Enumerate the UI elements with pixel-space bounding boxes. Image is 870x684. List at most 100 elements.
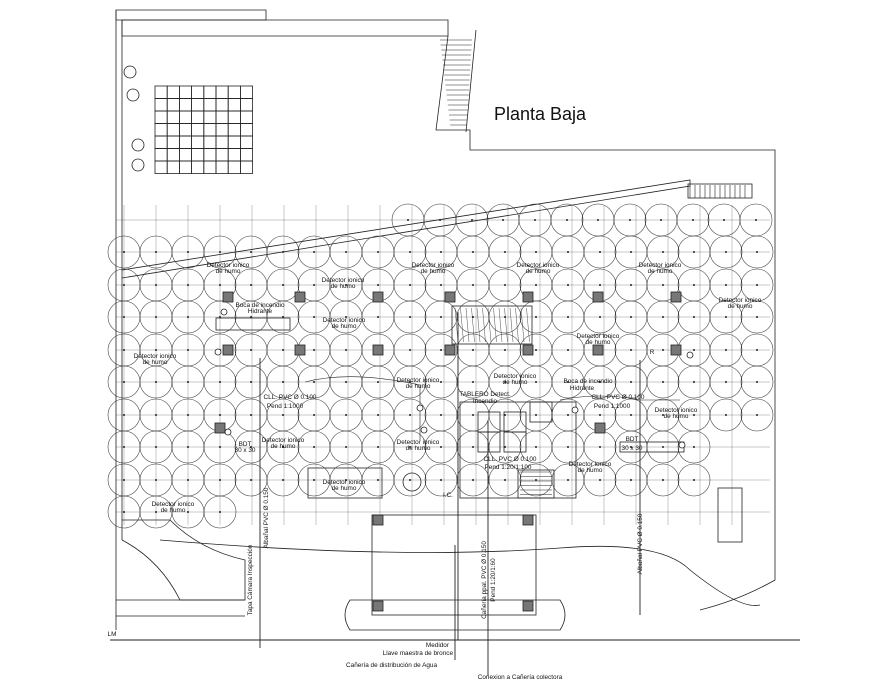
detector-label: de humo [406, 445, 431, 452]
detector-label: de humo [503, 379, 528, 386]
detector-label: Detector ionico [569, 461, 612, 468]
tile [203, 85, 217, 99]
tile [239, 85, 253, 99]
column [372, 344, 384, 356]
shaft [529, 401, 553, 423]
tile [154, 98, 168, 112]
left-wall [115, 10, 123, 630]
bdt-label: 30 x 30 [235, 447, 256, 454]
hatch [515, 307, 519, 343]
tile [215, 98, 229, 112]
stair-block [687, 183, 753, 199]
vertical-label: Tapa Cámara Inspección [247, 544, 254, 615]
hatch [520, 307, 525, 343]
cll-label: CLL. PVC Ø 0.100 [484, 456, 537, 463]
bdt-label: BDT [239, 441, 252, 448]
tile [166, 148, 180, 162]
column [372, 291, 384, 303]
valve [416, 404, 424, 412]
boca-label: Hidrante [248, 308, 273, 315]
boca-label: Boca de incendio [563, 378, 612, 385]
planter-circle [131, 138, 145, 152]
column [522, 291, 534, 303]
tile [154, 135, 168, 149]
detector-label: Detector ionico [397, 377, 440, 384]
column [444, 291, 456, 303]
tile [203, 135, 217, 149]
plan-title: Planta Baja [494, 104, 587, 124]
detector-label: Detector ionico [134, 353, 177, 360]
valve [571, 406, 579, 414]
tile [239, 160, 253, 174]
tile [166, 98, 180, 112]
tile [191, 160, 205, 174]
tile [178, 98, 192, 112]
boca-label: Hidrante [570, 385, 595, 392]
tile [154, 160, 168, 174]
shaft [477, 431, 501, 453]
tile [178, 110, 192, 124]
valve [686, 351, 694, 359]
medidor-label: Medidor [426, 642, 450, 649]
shaft [503, 431, 527, 453]
plaza-rect [371, 514, 537, 616]
cll-label: CLL. PVC Ø 0.100 [592, 394, 645, 401]
hatch [482, 307, 486, 343]
cll-label: Pend 1:20/1:100 [485, 464, 532, 471]
tile [191, 110, 205, 124]
column [594, 422, 606, 434]
column [522, 514, 534, 526]
tile [239, 110, 253, 124]
hatch [487, 307, 492, 343]
detector-label: Detector ionico [719, 297, 762, 304]
detector-label: Detector ionico [494, 373, 537, 380]
valve [214, 348, 222, 356]
detector-label: de humo [421, 268, 446, 275]
tile [227, 110, 241, 124]
detector-label: Detector ionico [323, 479, 366, 486]
detector-label: Detector ionico [517, 262, 560, 269]
plaza-base [344, 599, 566, 631]
hatch [498, 307, 503, 343]
tile [191, 135, 205, 149]
tile [215, 135, 229, 149]
entry-step [116, 599, 245, 617]
boca-label: Boca de incendio [235, 302, 284, 309]
detector-label: de humo [216, 268, 241, 275]
column [222, 291, 234, 303]
tile [203, 148, 217, 162]
detector-label: de humo [586, 339, 611, 346]
detector-label: de humo [161, 507, 186, 514]
equipment-box [717, 487, 743, 543]
tile [154, 148, 168, 162]
column [670, 344, 682, 356]
bench [215, 317, 291, 331]
tile [166, 85, 180, 99]
hatch [465, 307, 470, 343]
column [214, 422, 226, 434]
curved-walk [121, 519, 246, 601]
tile [154, 123, 168, 137]
tile [166, 160, 180, 174]
detector-label: Detector ionico [262, 437, 305, 444]
detector-label: de humo [728, 303, 753, 310]
detector-label: Detector ionico [152, 501, 195, 508]
tile [227, 85, 241, 99]
tile [239, 123, 253, 137]
column [444, 344, 456, 356]
tile [154, 110, 168, 124]
tile [227, 123, 241, 137]
ic-label: I.C. [443, 492, 453, 499]
hatch [476, 307, 481, 343]
lm-label: LM [108, 631, 117, 638]
tile [239, 135, 253, 149]
column [522, 600, 534, 612]
tile [191, 98, 205, 112]
top-wall [115, 9, 267, 21]
tile [191, 123, 205, 137]
detector-label: de humo [526, 268, 551, 275]
curved-path [159, 539, 761, 606]
tank [307, 467, 383, 499]
